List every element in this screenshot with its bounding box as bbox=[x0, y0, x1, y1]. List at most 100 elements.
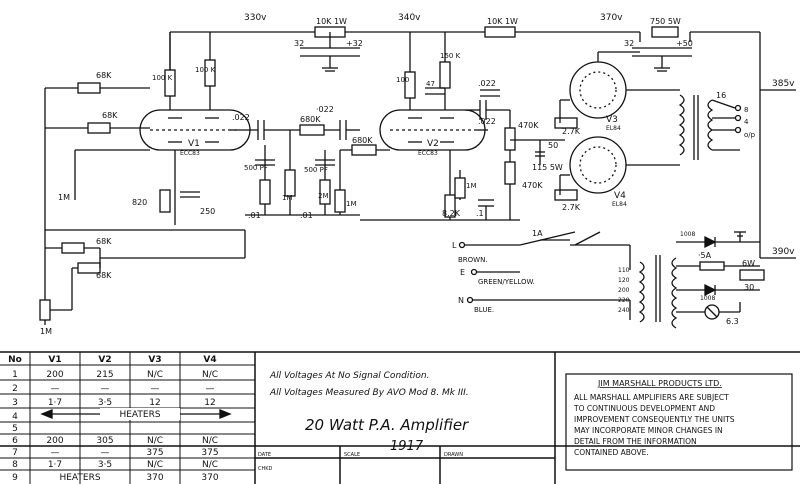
r1m-e-label: 1M bbox=[40, 327, 52, 336]
mains-section bbox=[458, 231, 765, 329]
rail-390v-label: 390v bbox=[772, 247, 795, 257]
tap-label: 220 bbox=[618, 297, 630, 304]
r10k-1w-b-label: 10K 1W bbox=[487, 17, 518, 26]
ot-8-label: 8 bbox=[744, 106, 748, 114]
c500pf-a-label: 500 PF bbox=[244, 164, 268, 172]
table-cell: 375 bbox=[146, 448, 163, 458]
ot-op-label: o/p bbox=[744, 131, 756, 139]
r27k-b-label: 2.7K bbox=[562, 203, 581, 212]
v1-stage bbox=[44, 32, 300, 231]
c022-c-label: .022 bbox=[478, 79, 496, 88]
table-cell: 9 bbox=[12, 473, 18, 483]
table-header-cell: No bbox=[8, 355, 22, 365]
table-cell: 305 bbox=[96, 436, 113, 446]
r1m-b-label: 1M bbox=[282, 194, 293, 202]
table-cell: 370 bbox=[201, 473, 218, 483]
ot-16-label: 16 bbox=[716, 91, 726, 100]
tap-label: 240 bbox=[618, 307, 630, 314]
fuse-1a-label: 1A bbox=[532, 229, 543, 238]
drawing-number: 1917 bbox=[390, 439, 424, 454]
table-cell: N/C bbox=[202, 460, 218, 470]
table-cell: N/C bbox=[202, 436, 218, 446]
c500pf-b-label: 500 PF bbox=[304, 166, 328, 174]
v4-type-label: EL84 bbox=[612, 201, 627, 208]
table-cell: 215 bbox=[96, 370, 113, 380]
table-cell: N/C bbox=[147, 370, 163, 380]
r470k-a-label: 470K bbox=[518, 121, 539, 130]
output-stage bbox=[504, 51, 742, 220]
table-cell: 1·7 bbox=[48, 398, 62, 408]
v1-label: V1 bbox=[188, 139, 200, 149]
transformer-taps: 110 120 200 220 240 bbox=[618, 267, 630, 314]
company-note-line: CONTAINED ABOVE. bbox=[574, 448, 649, 457]
table-cell: — bbox=[51, 448, 60, 458]
company-name: JIM MARSHALL PRODUCTS LTD. bbox=[597, 379, 722, 388]
table-cell: — bbox=[206, 384, 215, 394]
mains-N-label: N bbox=[458, 296, 464, 305]
table-cell: 2 bbox=[12, 384, 18, 394]
c47-label: 47 bbox=[426, 80, 435, 88]
table-cell: 200 bbox=[46, 436, 63, 446]
r27k-a-label: 2.7K bbox=[562, 127, 581, 136]
mains-blue-label: BLUE. bbox=[474, 306, 494, 314]
r680k-b-label: 680K bbox=[352, 136, 373, 145]
hv-30-label: 30 bbox=[744, 283, 754, 292]
table-cell: N/C bbox=[147, 436, 163, 446]
table-cell: 1·7 bbox=[48, 460, 62, 470]
table-cell: N/C bbox=[147, 460, 163, 470]
hv-6w-label: 6W bbox=[742, 259, 755, 268]
v2-type-label: ECC83 bbox=[418, 150, 438, 157]
table-header-cell: V4 bbox=[203, 355, 216, 365]
v1-type-label: ECC83 bbox=[180, 150, 200, 157]
table-cell: 12 bbox=[149, 398, 160, 408]
r1m-d-label: 1M bbox=[466, 182, 477, 190]
c01-c-label: .1 bbox=[476, 209, 484, 218]
table-cell: 1 bbox=[12, 370, 18, 380]
r100k-b-label: 100 K bbox=[195, 66, 216, 74]
rail-385v-label: 385v bbox=[772, 79, 795, 89]
r1m-c-label: 1M bbox=[346, 200, 357, 208]
table-cell: 12 bbox=[204, 398, 215, 408]
table-cell: 4 bbox=[12, 412, 18, 422]
r680k-a-label: 680K bbox=[300, 115, 321, 124]
rail-330v-label: 330v bbox=[244, 13, 267, 23]
note-line-2: All Voltages Measured By AVO Mod 8. Mk I… bbox=[269, 388, 469, 398]
company-note-line: TO CONTINUOUS DEVELOPMENT AND bbox=[573, 404, 715, 413]
c250-label: 250 bbox=[200, 207, 215, 216]
ot-4-label: 4 bbox=[744, 118, 749, 126]
table-cell: 3·5 bbox=[98, 398, 112, 408]
checked-field-label: CHKD bbox=[258, 466, 273, 472]
supply-filter bbox=[300, 26, 692, 72]
r2m-label: 2M bbox=[318, 192, 329, 200]
table-header-cell: V2 bbox=[98, 355, 111, 365]
r82k-label: 8.2K bbox=[442, 209, 461, 218]
r150-label: 150 K bbox=[440, 52, 461, 60]
table-cell: — bbox=[101, 448, 110, 458]
rail-340v-label: 340v bbox=[398, 13, 421, 23]
diode-b-label: 1008 bbox=[700, 295, 715, 302]
diode-a-label: 1008 bbox=[680, 231, 695, 238]
cap-32-label: 32 bbox=[294, 39, 304, 48]
r68k-a-label: 68K bbox=[96, 71, 112, 80]
company-note-line: IMPROVEMENT CONSEQUENTLY THE UNITS bbox=[574, 415, 735, 424]
company-note-line: ALL MARSHALL AMPLIFIERS ARE SUBJECT bbox=[574, 393, 729, 402]
table-cell: 7 bbox=[12, 448, 18, 458]
table-cell: — bbox=[151, 384, 160, 394]
fuse-5a-label: ·5A bbox=[698, 251, 712, 260]
company-note-line: MAY INCORPORATE MINOR CHANGES IN bbox=[574, 426, 723, 435]
company-disclaimer: ALL MARSHALL AMPLIFIERS ARE SUBJECT TO CO… bbox=[573, 393, 735, 457]
input-group-2 bbox=[39, 230, 246, 325]
c022-a-label: .022 bbox=[232, 113, 250, 122]
c01-b-label: .01 bbox=[300, 211, 313, 220]
v3-label: V3 bbox=[606, 115, 618, 125]
rail-370v-label: 370v bbox=[600, 13, 623, 23]
heaters-row-label: HEATERS bbox=[119, 410, 160, 420]
mains-brown-label: BROWN. bbox=[458, 256, 488, 264]
table-cell: 3·5 bbox=[98, 460, 112, 470]
ht-rails bbox=[169, 31, 796, 259]
table-cell: 370 bbox=[146, 473, 163, 483]
table-cell: — bbox=[101, 384, 110, 394]
r68k-c-label: 68K bbox=[96, 237, 112, 246]
